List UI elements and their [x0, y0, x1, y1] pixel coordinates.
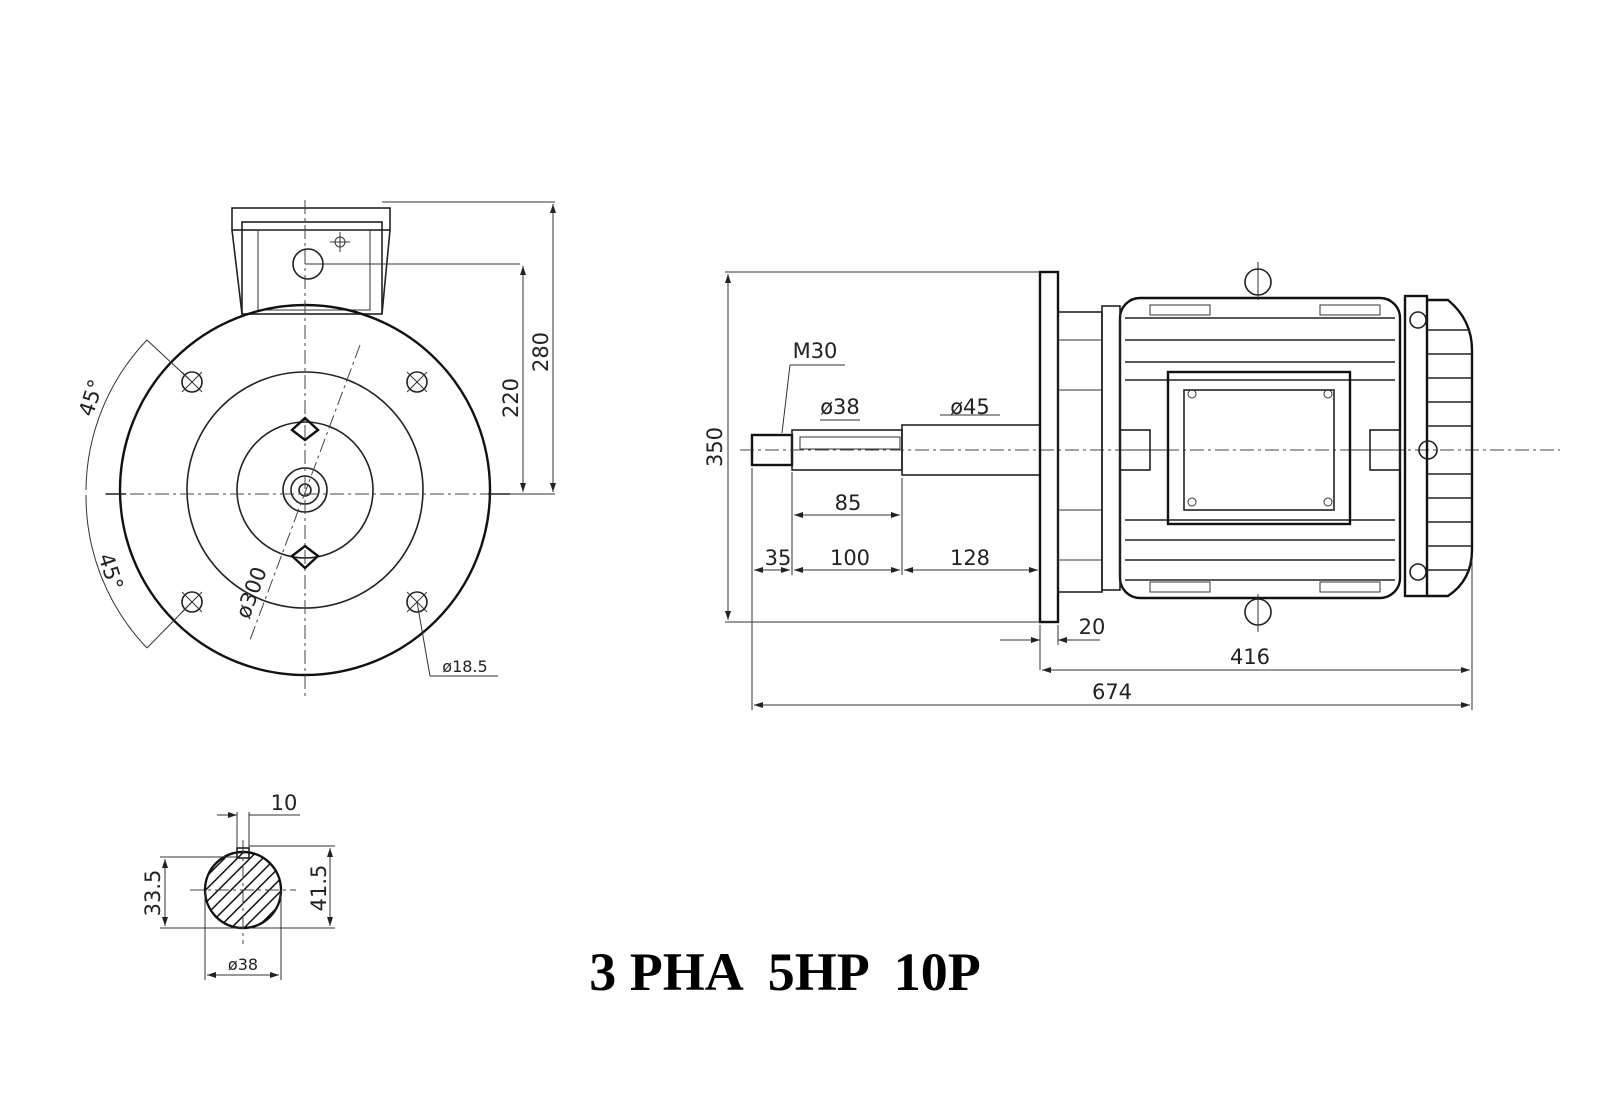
fan-cover [1403, 294, 1474, 598]
thread-label: M30 [793, 339, 838, 363]
seg-100-label: 100 [830, 546, 870, 570]
key-length-label: 85 [835, 491, 862, 515]
terminal-box-front [231, 207, 391, 315]
front-view: 220 280 45° 45° ø300 ø18.5 [74, 200, 556, 700]
seg-35-label: 35 [765, 546, 792, 570]
drawing-title: 3 PHA 5HP 10P [589, 942, 981, 1002]
hole-label: ø18.5 [442, 657, 487, 676]
section-dia-label: ø38 [228, 955, 258, 974]
motor-body [1118, 296, 1402, 600]
dim-33-5-label: 33.5 [141, 870, 165, 917]
side-view: M30 ø38 ø45 350 85 35 100 128 20 416 674 [703, 262, 1560, 710]
dim-220: 220 [499, 378, 523, 418]
flange-height-label: 350 [703, 427, 727, 467]
pcd-label: ø300 [231, 564, 272, 622]
key-width-label: 10 [271, 791, 298, 815]
shaft-section: 10 33.5 41.5 ø38 [141, 791, 335, 980]
angle-top: 45° [74, 376, 108, 419]
body-len-label: 416 [1230, 645, 1270, 669]
cooling-fins [1125, 304, 1395, 593]
dia-38-label: ø38 [820, 395, 860, 419]
flange-plate [1038, 270, 1060, 624]
terminal-box-side [1166, 370, 1352, 526]
lifting-eye [1244, 262, 1272, 300]
flange-thk-label: 20 [1079, 615, 1106, 639]
dia-45-label: ø45 [950, 395, 990, 419]
bolt-hole [406, 371, 428, 393]
lifting-eye [1244, 594, 1272, 632]
dim-41-5-label: 41.5 [307, 865, 331, 912]
seg-128-label: 128 [950, 546, 990, 570]
angle-bottom: 45° [93, 550, 127, 593]
dim-280: 280 [529, 332, 553, 372]
total-len-label: 674 [1092, 680, 1132, 704]
